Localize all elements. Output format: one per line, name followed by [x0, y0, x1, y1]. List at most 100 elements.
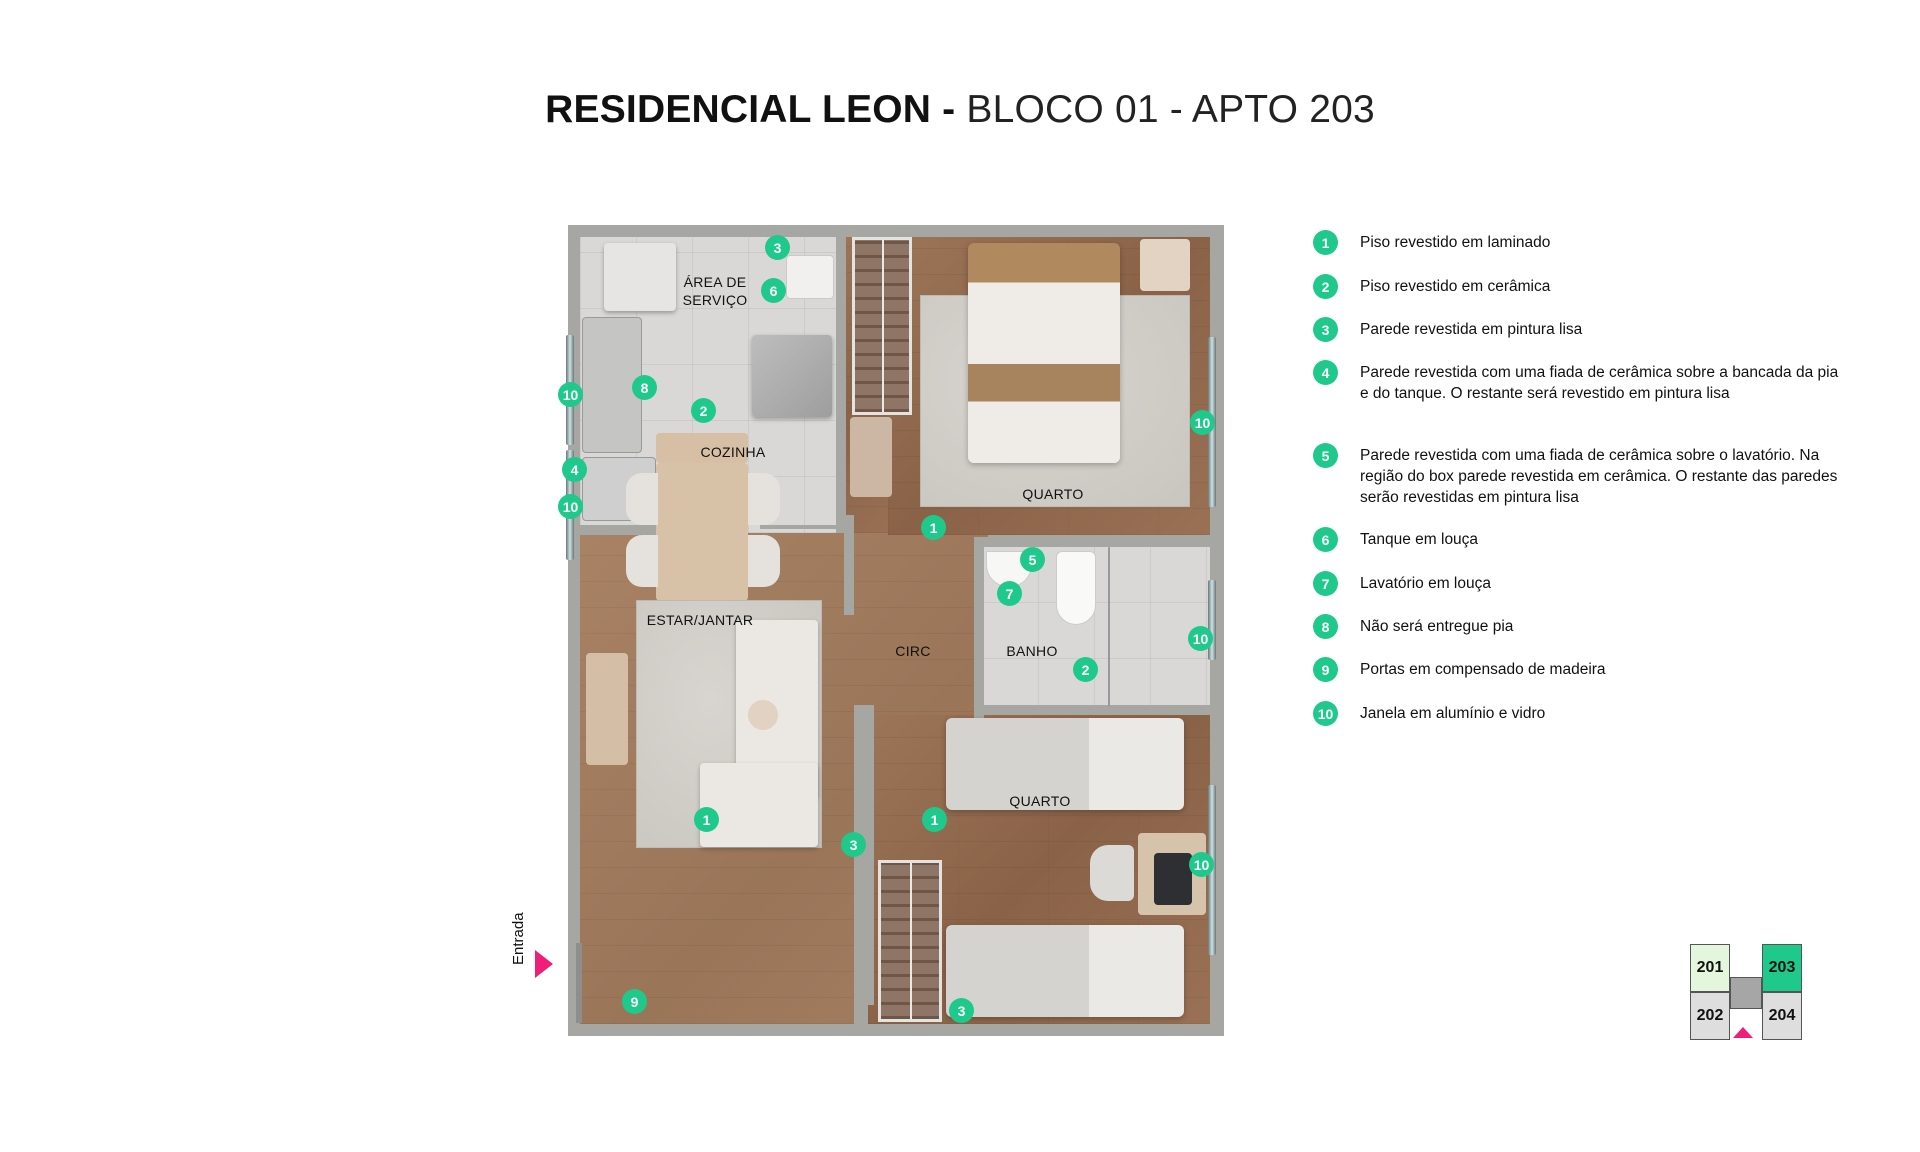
- badge-10-bath: 10: [1188, 626, 1213, 651]
- legend-badge: 5: [1313, 443, 1338, 468]
- shower-divider: [1108, 547, 1110, 707]
- wall-bath-bottom: [974, 705, 1210, 715]
- label-area-servico: ÁREA DE SERVIÇO: [682, 274, 748, 308]
- unit-locator: 201 203 202 204: [1690, 944, 1802, 1042]
- legend-text: Parede revestida com uma fiada de cerâmi…: [1360, 447, 1838, 506]
- wall-living-right: [854, 705, 868, 1024]
- label-quarto-casal: QUARTO: [1022, 486, 1084, 502]
- badge-3-living: 3: [841, 832, 866, 857]
- entrance-label: Entrada: [510, 912, 527, 965]
- window-bath: [1208, 580, 1216, 660]
- legend-badge: 1: [1313, 230, 1338, 255]
- legend-text: Lavatório em louça: [1360, 575, 1491, 592]
- legend-item: 3 Parede revestida em pintura lisa: [1313, 317, 1850, 342]
- page-title: RESIDENCIAL LEON - BLOCO 01 - APTO 203: [0, 88, 1920, 132]
- dining-table: [656, 463, 748, 601]
- entrance-arrow-icon: [535, 950, 553, 978]
- legend-text: Portas em compensado de madeira: [1360, 661, 1606, 678]
- legend-item: 8 Não será entregue pia: [1313, 614, 1850, 639]
- badge-1-living: 1: [694, 807, 719, 832]
- single-bed-top: [946, 718, 1184, 810]
- tv-console: [586, 653, 628, 765]
- label-banho: BANHO: [1006, 643, 1058, 659]
- badge-3-bottom: 3: [949, 998, 974, 1023]
- double-bed: [968, 243, 1120, 463]
- nightstand-hall: [850, 417, 892, 497]
- legend-badge: 7: [1313, 571, 1338, 596]
- unit-201: 201: [1690, 944, 1730, 992]
- legend-item: 5 Parede revestida com uma fiada de cerâ…: [1313, 443, 1850, 508]
- legend-badge: 3: [1313, 317, 1338, 342]
- chair: [748, 535, 780, 587]
- unit-name: BLOCO 01 - APTO 203: [966, 88, 1375, 131]
- legend-text: Janela em alumínio e vidro: [1360, 705, 1546, 722]
- sofa-chaise: [700, 763, 818, 847]
- chair: [626, 535, 658, 587]
- badge-2-bath: 2: [1073, 657, 1098, 682]
- unit-203-selected: 203: [1762, 944, 1802, 992]
- label-quarto-solteiro: QUARTO: [1009, 793, 1071, 809]
- wall-hall-left: [844, 515, 854, 615]
- legend-badge: 8: [1313, 614, 1338, 639]
- legend-item: 9 Portas em compensado de madeira: [1313, 657, 1850, 682]
- legend-item: 2 Piso revestido em cerâmica: [1313, 274, 1850, 299]
- wall-kitchen-bottom: [580, 525, 670, 535]
- label-cozinha: COZINHA: [700, 444, 766, 460]
- unit-204: 204: [1762, 992, 1802, 1040]
- legend-text: Tanque em louça: [1360, 531, 1479, 548]
- badge-4: 4: [562, 457, 587, 482]
- unit-202: 202: [1690, 992, 1730, 1040]
- chair: [626, 473, 658, 525]
- legend-item: 7 Lavatório em louça: [1313, 571, 1850, 596]
- single-bed-bottom: [946, 925, 1184, 1017]
- badge-10-kids: 10: [1189, 852, 1214, 877]
- badge-10-master: 10: [1190, 410, 1215, 435]
- legend-item: 6 Tanque em louça: [1313, 527, 1850, 552]
- closet-master: [852, 237, 912, 415]
- badge-3-top: 3: [765, 235, 790, 260]
- badge-5: 5: [1020, 547, 1045, 572]
- wall-kitchen-right: [836, 237, 846, 533]
- side-table: [748, 700, 778, 730]
- entrance-door[interactable]: [576, 943, 582, 1023]
- wall-bath-left: [974, 537, 984, 727]
- laptop: [1154, 853, 1192, 905]
- legend-text: Não será entregue pia: [1360, 618, 1514, 635]
- legend-badge: 10: [1313, 701, 1338, 726]
- badge-2-kitchen: 2: [691, 398, 716, 423]
- entrance-marker-icon: [1733, 1027, 1753, 1038]
- badge-10-dining: 10: [558, 494, 583, 519]
- badge-7: 7: [997, 581, 1022, 606]
- label-estar-jantar: ESTAR/JANTAR: [646, 612, 754, 628]
- legend-text: Parede revestida em pintura lisa: [1360, 321, 1583, 338]
- chair: [748, 473, 780, 525]
- floor-plan: ÁREA DE SERVIÇO COZINHA QUARTO CIRC BANH…: [558, 225, 1224, 1036]
- wall-kids-left: [864, 705, 874, 1005]
- legend-badge: 9: [1313, 657, 1338, 682]
- legend-badge: 4: [1313, 360, 1338, 385]
- badge-10-kitchen: 10: [558, 382, 583, 407]
- legend-item: 1 Piso revestido em laminado: [1313, 230, 1850, 255]
- wall-bath-top: [974, 537, 1210, 547]
- label-circ: CIRC: [895, 643, 931, 659]
- badge-1-hall: 1: [921, 515, 946, 540]
- legend-badge: 6: [1313, 527, 1338, 552]
- toilet: [1056, 551, 1096, 625]
- wall-kitchen-bottom-right: [760, 525, 844, 529]
- desk-chair: [1090, 845, 1134, 901]
- laundry-sink: [786, 255, 834, 299]
- legend-text: Parede revestida com uma fiada de cerâmi…: [1360, 364, 1839, 402]
- badge-6: 6: [761, 278, 786, 303]
- closet-kids: [878, 860, 942, 1022]
- legend-text: Piso revestido em laminado: [1360, 234, 1551, 251]
- legend-text: Piso revestido em cerâmica: [1360, 278, 1551, 295]
- badge-1-kids: 1: [922, 807, 947, 832]
- dining-sideboard: [656, 433, 748, 463]
- stair-core: [1730, 977, 1762, 1009]
- legend-badge: 2: [1313, 274, 1338, 299]
- badge-9: 9: [622, 989, 647, 1014]
- legend-item: 4 Parede revestida com uma fiada de cerâ…: [1313, 360, 1850, 404]
- legend-item: 10 Janela em alumínio e vidro: [1313, 701, 1850, 726]
- washing-machine: [604, 243, 676, 311]
- refrigerator: [752, 335, 832, 417]
